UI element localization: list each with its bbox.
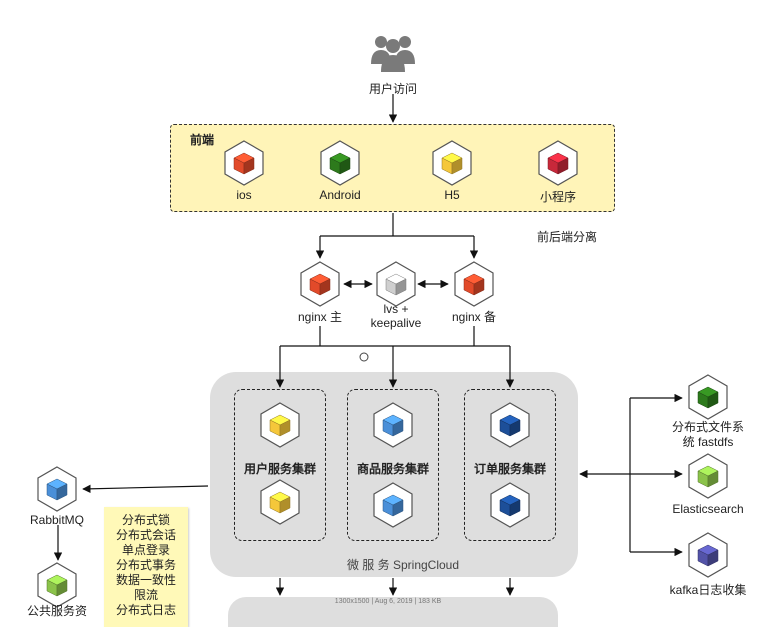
nginx-backup-label: nginx 备 (451, 310, 497, 324)
elasticsearch-label: Elasticsearch (672, 502, 744, 516)
order-service-cube-icon (490, 402, 530, 448)
feature-note-text: 分布式锁 分布式会话 单点登录 分布式事务 数据一致性 限流 分布式日志 (104, 513, 188, 618)
elasticsearch-cube-icon (688, 453, 728, 499)
frontend-h5-label: H5 (444, 188, 460, 202)
user-service-cube-icon (260, 402, 300, 448)
product-service-cluster-box (347, 389, 439, 541)
note-line: 数据一致性 (115, 573, 176, 587)
order-service-cluster-box (464, 389, 556, 541)
kafka-label: kafka日志收集 (669, 583, 747, 597)
user-access-label: 用户访问 (368, 82, 418, 96)
miniprogram-cube-icon (538, 140, 578, 186)
rabbitmq-label: RabbitMQ (29, 513, 85, 527)
public-service-label: 公共服务资 (26, 604, 88, 618)
user-group-icon (371, 36, 415, 72)
product-service-cube-icon (373, 402, 413, 448)
public-service-cube-icon (37, 562, 77, 608)
lvs-label-1: lvs + (383, 302, 409, 316)
h5-cube-icon (432, 140, 472, 186)
note-line: 分布式锁 (121, 513, 170, 527)
order-service-cluster-label: 订单服务集群 (473, 462, 547, 476)
note-line: 限流 (133, 588, 158, 602)
product-service-cluster-label: 商品服务集群 (356, 462, 430, 476)
user-service-cluster-box (234, 389, 326, 541)
lvs-cube-icon (376, 261, 416, 307)
note-line: 单点登录 (121, 543, 170, 557)
rabbitmq-cube-icon (37, 466, 77, 512)
frontend-title: 前端 (190, 133, 215, 147)
note-line: 分布式事务 (115, 558, 176, 572)
microservice-label: 微 服 务 SpringCloud (346, 558, 460, 572)
kafka-cube-icon (688, 532, 728, 578)
separation-label: 前后端分离 (537, 230, 598, 244)
lvs-label-2: keepalive (370, 316, 422, 330)
feature-note (104, 507, 188, 627)
frontend-ios-label: ios (236, 188, 252, 202)
fastdfs-label-2: 统 fastdfs (682, 435, 734, 449)
note-line: 分布式会话 (115, 528, 176, 542)
fastdfs-label-1: 分布式文件系 (671, 420, 745, 434)
frontend-miniprogram-label: 小程序 (539, 190, 577, 204)
user-service-cluster-label: 用户服务集群 (243, 462, 317, 476)
nginx-backup-cube-icon (454, 261, 494, 307)
order-service-cube-icon (490, 482, 530, 528)
ios-cube-icon (224, 140, 264, 186)
product-service-cube-icon (373, 482, 413, 528)
user-service-cube-icon (260, 479, 300, 525)
frontend-android-label: Android (319, 188, 361, 202)
nginx-main-cube-icon (300, 261, 340, 307)
fastdfs-cube-icon (688, 374, 728, 420)
android-cube-icon (320, 140, 360, 186)
nginx-main-label: nginx 主 (297, 310, 343, 324)
image-meta: 1300x1500 | Aug 6, 2019 | 183 KB (334, 598, 442, 605)
note-line: 分布式日志 (115, 603, 176, 617)
cursor-icon (359, 352, 369, 362)
